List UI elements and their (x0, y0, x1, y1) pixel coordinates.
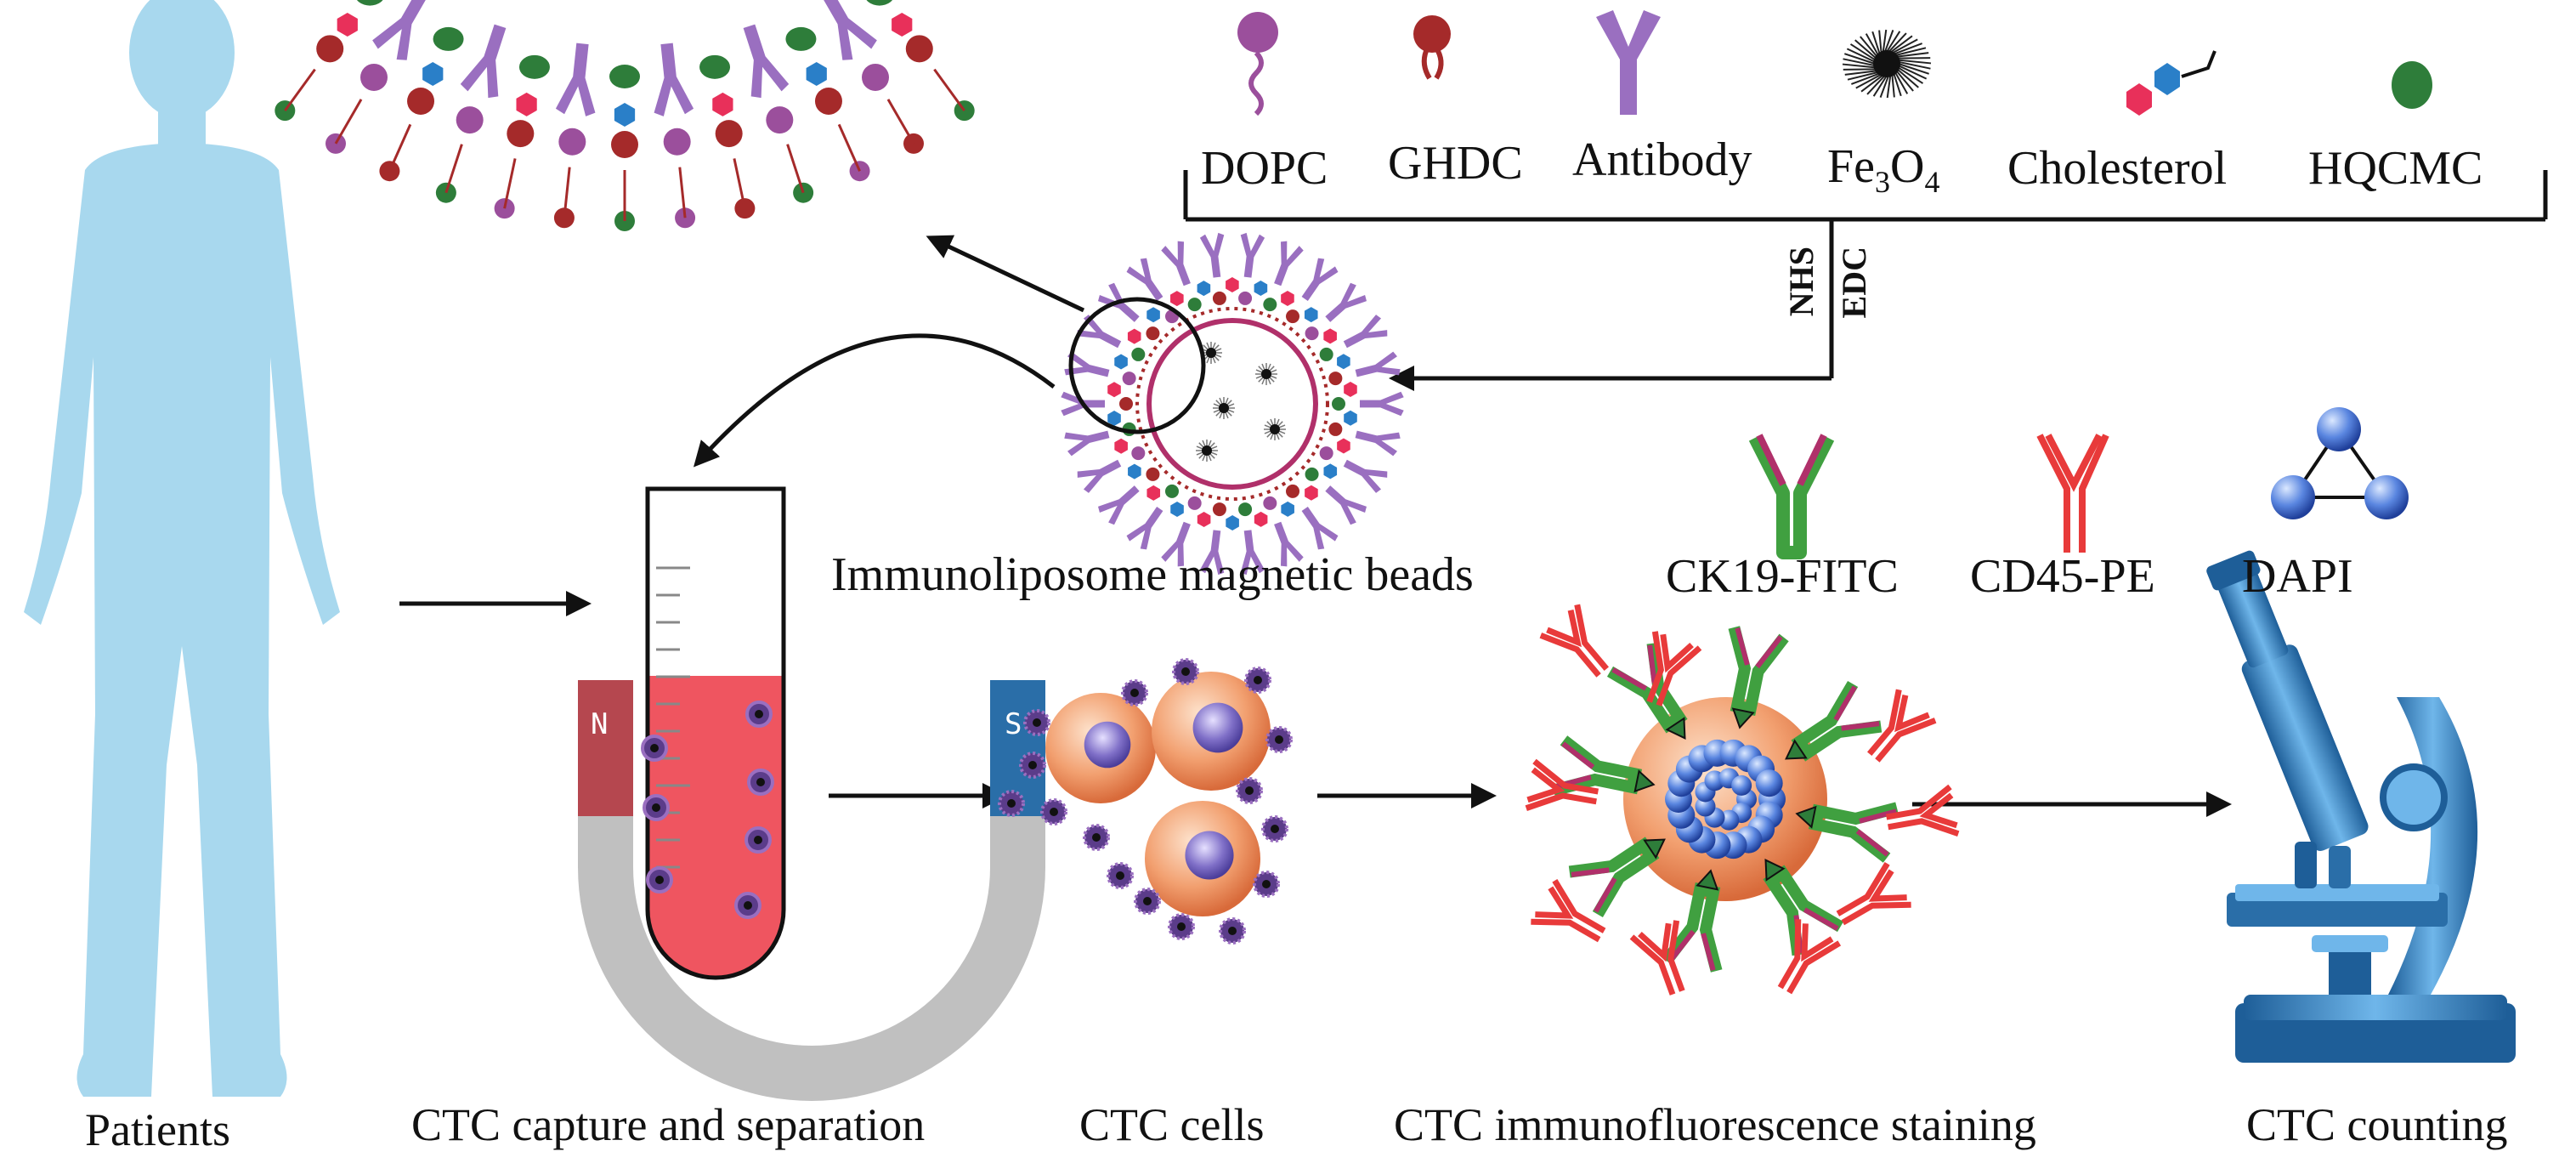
ck19-fitc-label: CK19-FITC (1666, 553, 1899, 600)
reagent-edc-label: EDC (1837, 247, 1871, 318)
dapi-icon (2271, 407, 2409, 519)
antibody-legend-icon (1596, 10, 1661, 115)
legend-fe3o4-label: Fe3O4 (1827, 143, 1939, 197)
step-capture-label: CTC capture and separation (411, 1102, 925, 1148)
legend-dopc-label: DOPC (1201, 145, 1328, 192)
legend-ghdc-label: GHDC (1388, 139, 1523, 187)
immunoliposome-bead (1061, 232, 1403, 576)
liposome-fragment (275, 0, 974, 231)
fe3o4-icon (1843, 30, 1931, 98)
fe3o4-o: O (1890, 140, 1924, 193)
step-staining-label: CTC immunofluorescence staining (1394, 1102, 2036, 1148)
fe3o4-fe: Fe (1827, 140, 1875, 193)
magnet-north-label: N (591, 707, 608, 741)
step-patients-label: Patients (85, 1107, 230, 1153)
dopc-icon (1237, 12, 1278, 114)
step-cells-label: CTC cells (1079, 1102, 1264, 1148)
dapi-label: DAPI (2242, 553, 2353, 600)
microscope-icon (2201, 547, 2516, 1063)
beads-label: Immunoliposome magnetic beads (831, 551, 1474, 599)
legend-cholesterol-label: Cholesterol (2007, 145, 2227, 192)
legend-hqcmc-label: HQCMC (2308, 145, 2483, 192)
step-counting-label: CTC counting (2246, 1102, 2508, 1148)
ghdc-icon (1413, 15, 1451, 78)
cd45-pe-label: CD45-PE (1970, 553, 2155, 600)
patient-silhouette (24, 0, 340, 1097)
fe3o4-sub3: 3 (1875, 165, 1890, 199)
legend-antibody-label: Antibody (1572, 136, 1752, 184)
ck19-fitc-icon (1755, 435, 1828, 553)
cd45-pe-icon (2040, 435, 2106, 553)
reagent-nhs-label: NHS (1785, 247, 1819, 316)
test-tube (643, 489, 784, 978)
cholesterol-icon (2126, 51, 2215, 116)
stained-cell (1526, 604, 1959, 1001)
hqcmc-icon (2392, 61, 2432, 109)
fe3o4-sub4: 4 (1924, 165, 1939, 199)
magnet-south-label: S (1005, 707, 1022, 741)
